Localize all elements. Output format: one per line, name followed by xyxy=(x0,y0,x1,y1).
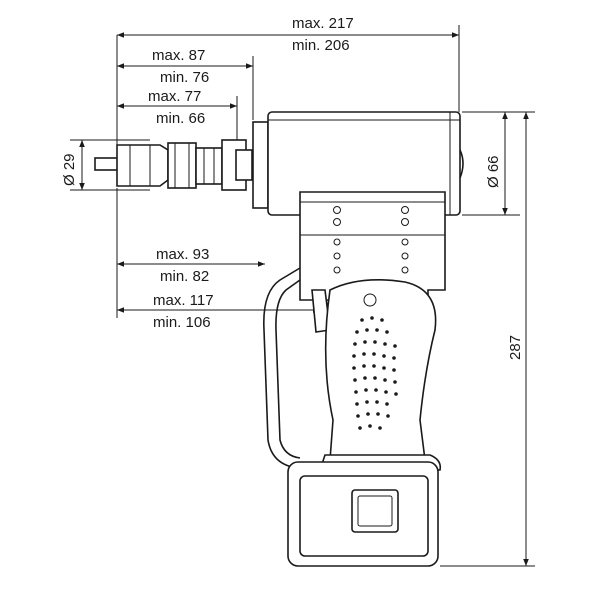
dimension-grip-b: max. 117 min. 106 xyxy=(117,292,320,331)
overall-height-label: 287 xyxy=(507,335,524,360)
screws xyxy=(333,206,409,274)
grip-a-min-label: min. 82 xyxy=(160,268,209,285)
nose-diameter-label: Ø 29 xyxy=(61,153,78,186)
nose-a-max-label: max. 87 xyxy=(152,47,205,64)
nose-b-max-label: max. 77 xyxy=(148,88,201,105)
dimension-overall-length: max. 217 min. 206 xyxy=(116,15,460,150)
dimension-nose-a: max. 87 min. 76 xyxy=(117,47,254,120)
grip xyxy=(324,278,437,461)
grip-button xyxy=(363,293,377,307)
nose-pin xyxy=(94,157,120,171)
nose-nut xyxy=(167,142,197,189)
dimension-body-diameter: Ø 66 xyxy=(462,111,520,216)
nose-piece xyxy=(116,144,169,187)
grip-texture xyxy=(352,316,398,430)
grip-b-max-label: max. 117 xyxy=(153,292,214,309)
body-diameter-label: Ø 66 xyxy=(485,155,502,188)
nose-a-min-label: min. 76 xyxy=(160,69,209,86)
body-flange xyxy=(252,121,269,209)
tool-outline xyxy=(94,111,464,567)
overall-length-max-label: max. 217 xyxy=(292,15,354,32)
grip-a-max-label: max. 93 xyxy=(156,246,209,263)
dimension-overall-height: 287 xyxy=(440,111,535,567)
nose-b-min-label: min. 66 xyxy=(156,110,205,127)
trigger-guard xyxy=(263,267,301,469)
dimension-grip-a: max. 93 min. 82 xyxy=(116,188,265,318)
nose-sleeve xyxy=(195,147,223,185)
overall-length-min-label: min. 206 xyxy=(292,37,350,54)
dimension-nose-b: max. 77 min. 66 xyxy=(117,88,238,142)
dimension-nose-diameter: Ø 29 xyxy=(61,139,150,191)
grip-b-min-label: min. 106 xyxy=(153,314,211,331)
battery-release-button xyxy=(351,489,399,533)
